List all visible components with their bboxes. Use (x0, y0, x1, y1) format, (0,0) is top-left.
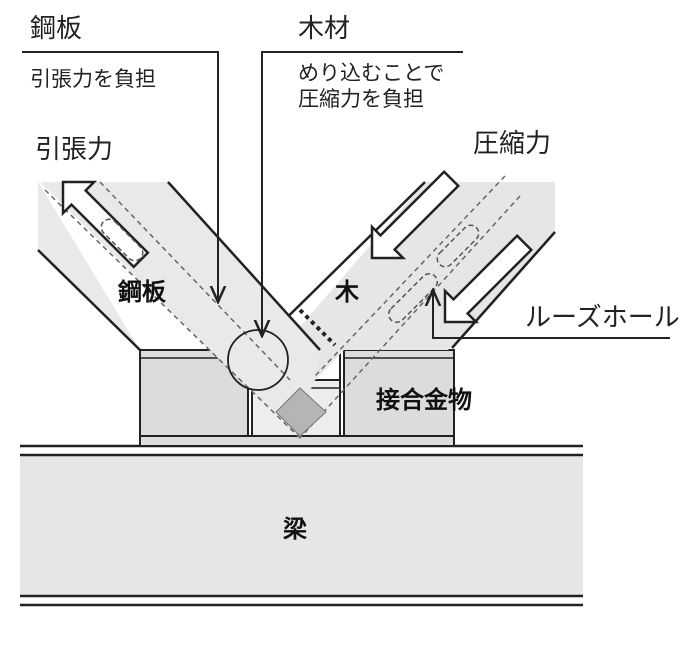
label-wood: 木材 (298, 14, 350, 44)
steel-plate-body (38, 180, 320, 438)
wood-centerline-dashed (314, 175, 506, 377)
wood-hidden-edge-dashed (299, 195, 521, 439)
steel-plate-bottom-edge (37, 249, 141, 351)
leader-loose-hole (433, 290, 670, 339)
beam-body (20, 455, 583, 595)
loose-hole-wood-lower (387, 272, 439, 324)
bearing-zone (275, 387, 327, 437)
label-steel-plate-inline: 鋼板 (118, 278, 167, 306)
label-compression: 圧縮力 (473, 129, 551, 159)
compression-arrow-lower-shape (443, 233, 534, 324)
tension-arrow-shape (61, 180, 150, 269)
leader-steel-plate (22, 51, 218, 302)
wood-member-body (280, 182, 555, 350)
base-plate (139, 435, 455, 447)
label-joint-hardware: 接合金物 (376, 386, 472, 414)
leader-wood (262, 51, 463, 336)
label-steel-plate-role: 引張力を負担 (30, 67, 156, 91)
label-wood-role-1: めり込むことで (298, 61, 444, 85)
steel-plate-top-edge (167, 181, 321, 351)
beam (20, 444, 583, 607)
steel-plate-dashed-upper (99, 181, 291, 381)
label-steel-plate: 鋼板 (30, 14, 82, 44)
wood-end-bold-dotted (298, 308, 337, 347)
loose-hole-wood-upper (436, 224, 480, 268)
tension-arrow (61, 180, 150, 269)
wood-bottom-edge (451, 231, 556, 349)
label-loose-hole: ルーズホール (525, 303, 680, 333)
compression-arrow-upper-shape (370, 169, 461, 260)
loose-hole-left (100, 218, 144, 262)
joint-hardware (139, 349, 455, 447)
leader-lines (22, 51, 670, 339)
label-beam: 梁 (282, 515, 307, 543)
compression-arrow-upper (370, 169, 461, 260)
steel-plate (37, 180, 327, 439)
hardware-right-block (343, 349, 455, 437)
label-tension: 引張力 (35, 135, 113, 165)
compression-arrow-lower (443, 233, 534, 324)
label-wood-inline: 木 (334, 278, 360, 306)
label-wood-role-2: 圧縮力を負担 (298, 87, 424, 111)
